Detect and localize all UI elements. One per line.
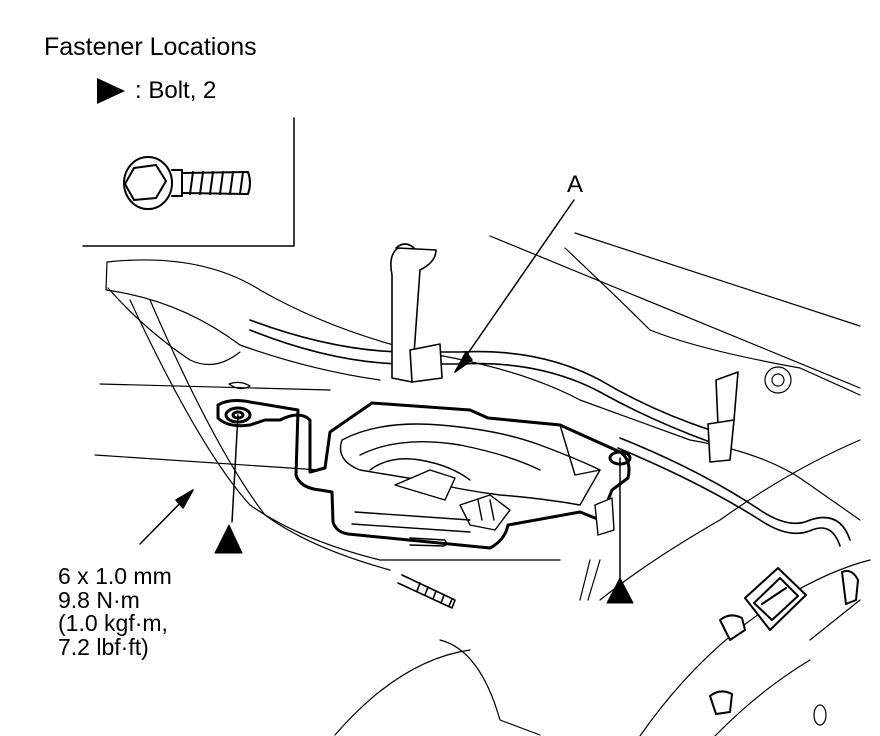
diagram-title: Fastener Locations (44, 33, 257, 61)
connector (709, 567, 859, 715)
bolt-icon (123, 156, 251, 210)
arrow-a-head (454, 351, 473, 373)
black-triangle-icon (214, 524, 243, 554)
black-triangle-icon (97, 78, 125, 104)
bolt-inset (82, 117, 295, 247)
body-panel (94, 232, 871, 736)
control-unit-detail (339, 423, 615, 547)
leader-bolt-1 (231, 414, 239, 523)
wire-harness-a (249, 243, 851, 547)
leader-a (454, 199, 575, 373)
legend: : Bolt, 2 (97, 78, 216, 104)
threaded-rod (397, 574, 456, 609)
legend-text: : Bolt, 2 (135, 77, 217, 104)
bolt-size: 6 x 1.0 mm (58, 563, 172, 589)
leader-lines (139, 199, 621, 581)
callout-label-a: A (567, 171, 584, 198)
black-triangle-icon (606, 577, 634, 604)
torque-kgfm: (1.0 kgf·m, (58, 610, 168, 636)
arrow-spec-head (175, 489, 194, 509)
torque-spec: 6 x 1.0 mm 9.8 N·m (1.0 kgf·m, 7.2 lbf·f… (58, 565, 172, 659)
torque-nm: 9.8 N·m (58, 586, 140, 613)
torque-lbfft: 7.2 lbf·ft) (58, 633, 149, 660)
